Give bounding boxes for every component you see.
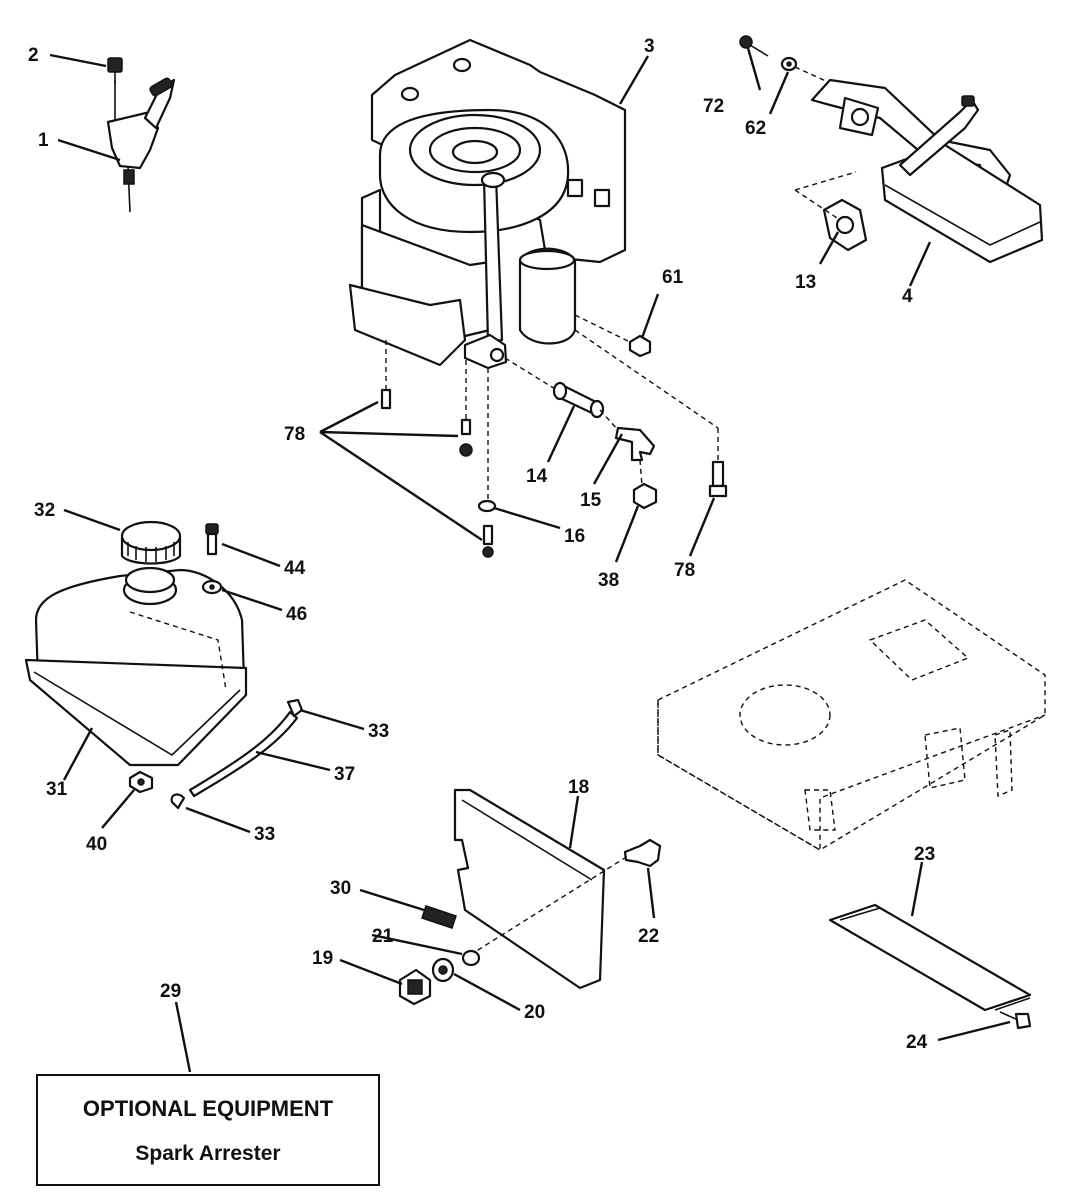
label-part-44: 44: [284, 558, 306, 579]
drain-hose-part: [504, 357, 658, 510]
leader-lines: [49, 47, 1011, 1073]
label-part-21: 21: [372, 926, 394, 947]
nut-61-part: [574, 314, 652, 358]
label-part-40: 40: [86, 834, 107, 855]
label-part-13: 13: [795, 272, 816, 293]
spark-arrester-label: Spark Arrester: [135, 1142, 281, 1165]
label-part-30: 30: [330, 878, 351, 899]
label-part-16: 16: [564, 526, 585, 547]
label-part-38: 38: [598, 570, 619, 591]
washer-21-part: [461, 949, 481, 967]
screw-24-part: [999, 1011, 1032, 1030]
label-part-29: 29: [160, 981, 181, 1002]
screw-44-part: [205, 523, 219, 556]
label-part-23: 23: [914, 844, 935, 865]
label-part-33a: 33: [368, 721, 389, 742]
label-part-31: 31: [46, 779, 68, 800]
label-part-15: 15: [580, 490, 602, 511]
chassis-frame-part: [657, 579, 1046, 852]
throttle-control-part: [106, 57, 176, 213]
washer-20-part: [431, 957, 455, 983]
label-part-78a: 78: [284, 424, 305, 445]
label-part-78b: 78: [674, 560, 695, 581]
bolt-72-part: [739, 35, 769, 57]
bracket-30-part: [421, 905, 457, 929]
label-part-3: 3: [644, 36, 655, 57]
label-part-1: 1: [38, 130, 49, 151]
label-part-46: 46: [286, 604, 307, 625]
label-part-61: 61: [662, 267, 684, 288]
label-part-37: 37: [334, 764, 355, 785]
fuel-tank-part: [24, 520, 248, 767]
label-part-32: 32: [34, 500, 55, 521]
label-part-2: 2: [28, 45, 39, 66]
washer-62-part: [780, 56, 829, 83]
label-part-19: 19: [312, 948, 333, 969]
label-part-18: 18: [568, 777, 589, 798]
engine-part: [348, 38, 627, 370]
label-part-62: 62: [745, 118, 766, 139]
label-part-20: 20: [524, 1002, 545, 1023]
label-part-4: 4: [902, 286, 913, 307]
cover-plate-part: [828, 903, 1032, 1012]
optional-equipment-title: OPTIONAL EQUIPMENT: [82, 1096, 334, 1121]
part-labels: 2 1 3 72 62 13 4 61 78 14 15 16 38 78 32…: [28, 36, 935, 1053]
nut-19-part: [398, 968, 432, 1006]
mount-bolts-part: [380, 329, 728, 558]
optional-equipment-box: OPTIONAL EQUIPMENT Spark Arrester: [36, 1074, 380, 1186]
label-part-33b: 33: [254, 824, 275, 845]
fuel-line-part: [128, 698, 304, 810]
label-part-24: 24: [906, 1032, 928, 1053]
label-part-14: 14: [526, 466, 548, 487]
heat-shield-part: [453, 788, 662, 990]
muffler-part: [794, 78, 1044, 264]
washer-46-part: [201, 579, 223, 595]
label-part-22: 22: [638, 926, 659, 947]
label-part-72: 72: [703, 96, 724, 117]
